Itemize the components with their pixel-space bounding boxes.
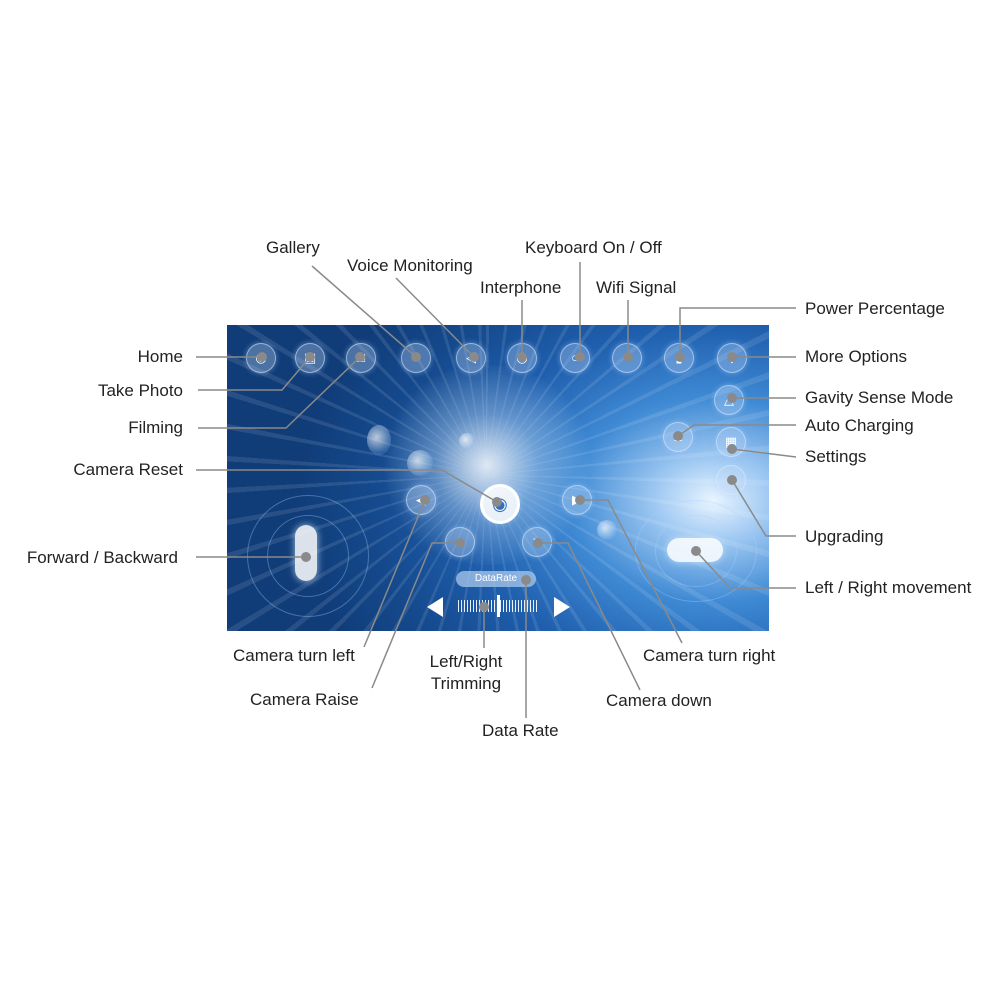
- callout-label-settings: Settings: [805, 447, 867, 466]
- callout-dot: [675, 352, 685, 362]
- callout-label-trimming-line2: Trimming: [430, 674, 502, 693]
- callout-label-voice-monitoring: Voice Monitoring: [347, 256, 473, 275]
- callout-dot: [727, 352, 737, 362]
- callout-label-trimming: Left/Right Trimming: [420, 652, 512, 694]
- control-ring: [655, 515, 737, 587]
- background-orb: [407, 450, 433, 476]
- callout-dot: [623, 352, 633, 362]
- callout-label-camera-reset: Camera Reset: [73, 460, 183, 479]
- leader-line-camera-raise: [371, 542, 460, 689]
- leader-line-camera-turn-left: [363, 499, 426, 648]
- callout-dot: [673, 431, 683, 441]
- leader-line-camera-down: [538, 542, 641, 691]
- callout-label-left-right-movement: Left / Right movement: [805, 578, 972, 597]
- callout-label-camera-turn-right: Camera turn right: [643, 646, 776, 665]
- leader-line-camera-reset: [196, 469, 498, 503]
- leader-line-upgrading: [731, 479, 796, 537]
- callout-dot: [355, 352, 365, 362]
- leader-line-gallery: [311, 265, 417, 358]
- app-screen: ◉ ▣ □ ↻ ◁ ◎ ○ ≈ ▮ ⋮ △ ▲ ▦ ↑ ◉ ◀ ▶ ▲ ▼ Da…: [227, 325, 769, 631]
- control-ring: [267, 515, 349, 597]
- trimming-slider-handle[interactable]: [497, 595, 500, 617]
- callout-label-trimming-line1: Left/Right: [429, 652, 503, 671]
- callout-dot: [517, 352, 527, 362]
- callout-label-keyboard: Keyboard On / Off: [525, 238, 662, 257]
- callout-label-wifi: Wifi Signal: [596, 278, 677, 297]
- callout-dot: [521, 575, 531, 585]
- callout-dot: [479, 602, 489, 612]
- callout-dot: [575, 352, 585, 362]
- callout-label-take-photo: Take Photo: [97, 381, 183, 400]
- callout-label-more-options: More Options: [805, 347, 908, 366]
- leader-line-settings: [731, 448, 797, 458]
- leader-line-voice-monitoring: [395, 277, 475, 358]
- callout-label-auto-charging: Auto Charging: [805, 416, 914, 435]
- control-ring: [635, 500, 757, 602]
- callout-dot: [411, 352, 421, 362]
- callout-dot: [420, 495, 430, 505]
- callout-dot: [257, 352, 267, 362]
- callout-label-forward-backward: Forward / Backward: [26, 548, 178, 567]
- callout-dot: [575, 495, 585, 505]
- callout-dot: [301, 552, 311, 562]
- callout-label-gallery: Gallery: [266, 238, 320, 257]
- callout-label-power: Power Percentage: [805, 299, 945, 318]
- leader-line-left-right: [695, 550, 796, 589]
- background-orb: [459, 433, 475, 449]
- callout-dot: [305, 352, 315, 362]
- callout-label-gravity: Gavity Sense Mode: [805, 388, 954, 407]
- background-orb: [597, 520, 617, 540]
- callout-dot: [455, 538, 465, 548]
- background-orb: [367, 425, 391, 455]
- callout-dot: [727, 393, 737, 403]
- callout-label-interphone: Interphone: [480, 278, 562, 297]
- callout-dot: [492, 497, 502, 507]
- callout-label-camera-down: Camera down: [606, 691, 712, 710]
- datarate-pill: DataRate: [456, 571, 536, 587]
- callout-label-camera-raise: Camera Raise: [250, 690, 359, 709]
- callout-dot: [469, 352, 479, 362]
- leader-line-filming: [198, 356, 361, 429]
- settings-icon[interactable]: ▦: [716, 427, 746, 457]
- callout-label-data-rate: Data Rate: [482, 721, 559, 740]
- callout-dot: [727, 475, 737, 485]
- leader-line-power: [679, 307, 796, 357]
- callout-dot: [533, 538, 543, 548]
- callout-label-filming: Filming: [128, 418, 183, 437]
- callout-label-camera-turn-left: Camera turn left: [233, 646, 355, 665]
- trim-right-arrow-icon[interactable]: [554, 597, 570, 617]
- leader-line-camera-turn-right: [580, 499, 683, 644]
- leader-line-auto-charging: [677, 424, 796, 437]
- control-ring: [247, 495, 369, 617]
- callout-dot: [727, 444, 737, 454]
- trim-left-arrow-icon[interactable]: [427, 597, 443, 617]
- callout-dot: [691, 546, 701, 556]
- leader-line-take-photo: [198, 356, 311, 391]
- callout-label-upgrading: Upgrading: [805, 527, 884, 546]
- callout-label-home: Home: [137, 347, 183, 366]
